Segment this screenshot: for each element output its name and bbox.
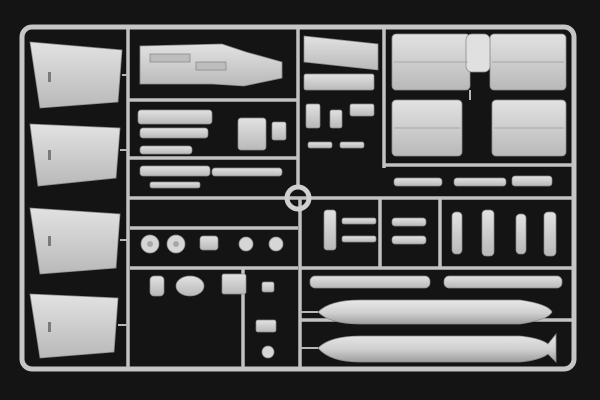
sprue-runners xyxy=(126,29,574,368)
pylon-parts xyxy=(323,175,557,257)
long-strip-parts xyxy=(309,275,563,289)
drop-tank-upper xyxy=(317,299,553,325)
drop-tank-lower xyxy=(317,332,557,363)
sprue-gates xyxy=(118,74,471,349)
fuselage-part xyxy=(139,43,283,87)
wing-panels xyxy=(391,33,567,157)
wing-panel-lines xyxy=(394,61,564,129)
small-parts-cluster-a xyxy=(137,109,287,189)
small-parts-cluster-b xyxy=(149,235,277,333)
sprue-hub-ring xyxy=(284,184,312,212)
wheel-hubs xyxy=(147,241,179,247)
fin-parts-left xyxy=(29,41,123,359)
fin-part-details xyxy=(48,72,51,332)
tail-panel-parts xyxy=(303,35,379,149)
